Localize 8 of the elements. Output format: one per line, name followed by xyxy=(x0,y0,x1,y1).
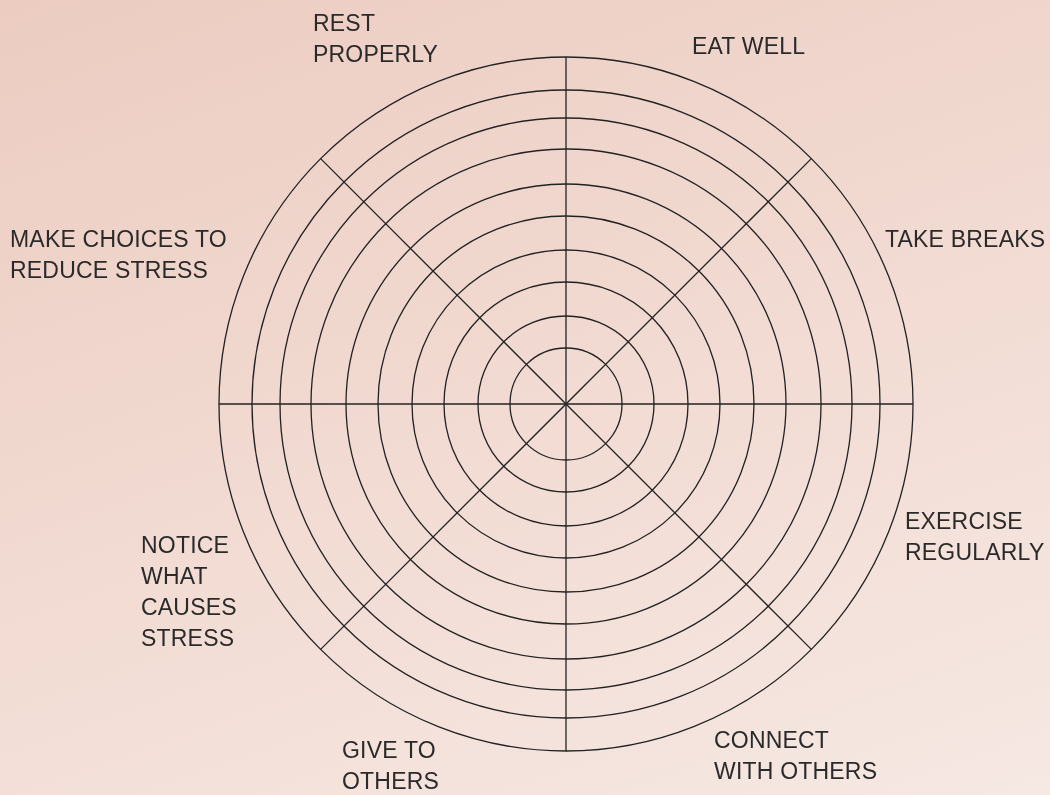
category-label: EXERCISE REGULARLY xyxy=(905,507,1046,567)
category-label: NOTICE WHAT CAUSES STRESS xyxy=(141,531,238,653)
category-label: GIVE TO OTHERS xyxy=(342,736,441,795)
category-label: REST PROPERLY xyxy=(313,9,440,69)
category-label: TAKE BREAKS xyxy=(885,225,1047,254)
category-label: CONNECT WITH OTHERS xyxy=(714,726,879,786)
category-label: EAT WELL xyxy=(692,32,807,61)
category-label: MAKE CHOICES TO REDUCE STRESS xyxy=(10,225,228,285)
